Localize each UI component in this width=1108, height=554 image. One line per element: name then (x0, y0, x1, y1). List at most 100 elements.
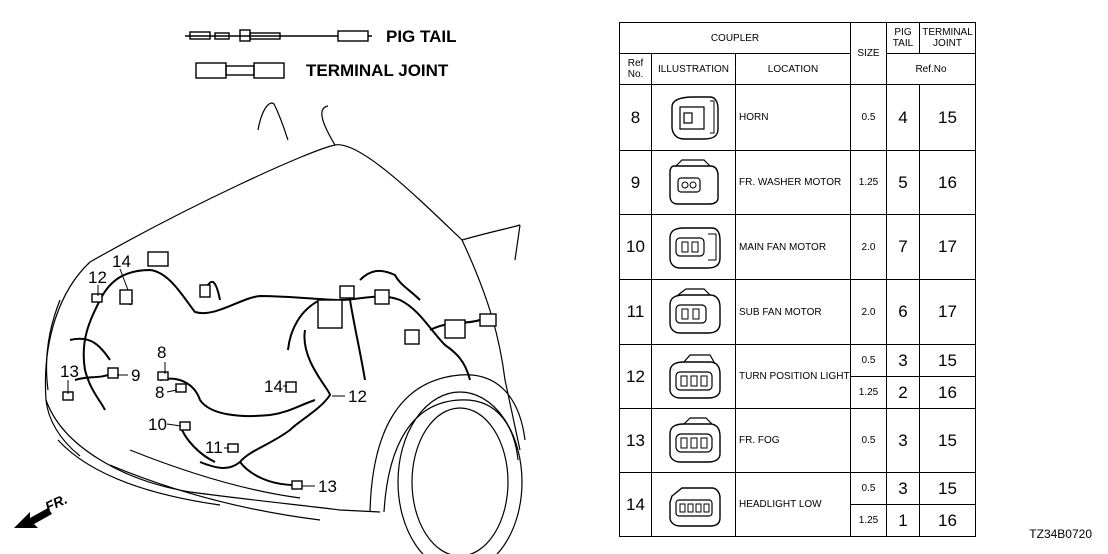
location-cell: TURN POSITION LIGHT (735, 344, 851, 409)
location-cell: FR. FOG (735, 408, 851, 473)
front-arrow-label: FR. (43, 491, 70, 515)
header-pig-tail-line1: PIG (894, 27, 912, 38)
terminal-joint-ref: 16 (919, 504, 976, 537)
pig-tail-ref: 3 (886, 472, 920, 505)
front-arrow-icon (14, 508, 52, 528)
location-cell: HEADLIGHT LOW (735, 472, 851, 537)
wire-size: 1.25 (850, 150, 887, 215)
terminal-joint-ref: 15 (919, 84, 976, 151)
terminal-joint-ref: 15 (919, 472, 976, 505)
table-row: 10 MAIN FAN MOTOR 2.0 7 17 (619, 214, 976, 280)
callout-8-lower: 8 (155, 383, 164, 402)
wire-size: 0.5 (850, 472, 887, 505)
terminal-joint-symbol (195, 62, 285, 79)
wire-size: 0.5 (850, 344, 887, 377)
coupler-illustration (651, 279, 736, 345)
pig-tail-ref: 4 (886, 84, 920, 151)
wire-harness (69, 268, 495, 486)
ref-number: 10 (619, 214, 652, 280)
table-row: 9 FR. WASHER MOTOR 1.25 5 16 (619, 150, 976, 215)
wire-size: 1.25 (850, 376, 887, 409)
terminal-joint-ref: 15 (919, 344, 976, 377)
terminal-joint-ref: 15 (919, 408, 976, 473)
pig-tail-ref: 7 (886, 214, 920, 280)
header-size: SIZE (850, 22, 887, 85)
table-row: 11 SUB FAN MOTOR 2.0 6 17 (619, 279, 976, 345)
pig-tail-ref: 5 (886, 150, 920, 215)
table-row: 1.25 1 16 (620, 504, 976, 537)
pig-tail-symbol (185, 29, 372, 42)
callout-12-left: 12 (88, 268, 107, 287)
terminal-joint-ref: 17 (919, 279, 976, 345)
coupler-fr-fog-icon (668, 416, 721, 463)
coupler-headlight-low-icon (668, 486, 721, 527)
coupler-illustration (651, 344, 736, 409)
ref-number: 11 (619, 279, 652, 345)
pig-tail-ref: 3 (886, 408, 920, 473)
coupler-illustration (651, 408, 736, 473)
coupler-illustration (651, 472, 736, 537)
callout-10: 10 (148, 415, 167, 434)
terminal-joint-ref: 16 (919, 150, 976, 215)
ref-number: 12 (619, 344, 652, 409)
callout-9: 9 (131, 366, 140, 385)
ref-number: 13 (619, 408, 652, 473)
callout-11: 11 (205, 438, 223, 457)
header-coupler: COUPLER (619, 22, 851, 54)
callout-8-upper: 8 (157, 343, 166, 362)
ref-number: 9 (619, 150, 652, 215)
wire-size: 1.25 (850, 504, 887, 537)
coupler-illustration (651, 84, 736, 151)
callout-13-left: 13 (60, 362, 79, 381)
pig-tail-ref: 2 (886, 376, 920, 409)
callout-14-center: 14 (264, 377, 283, 396)
table-row: 1.25 2 16 (620, 376, 976, 409)
header-ref-no-right: Ref.No (886, 53, 976, 85)
location-cell: FR. WASHER MOTOR (735, 150, 851, 215)
coupler-illustration (651, 150, 736, 215)
header-ref-no-line1: Ref (627, 58, 644, 69)
coupler-main-fan-motor-icon (668, 227, 721, 269)
coupler-turn-position-light-icon (668, 353, 721, 399)
coupler-washer-motor-icon (668, 158, 719, 205)
coupler-reference-table: COUPLER SIZE PIG TAIL TERMINAL JOINT Ref… (619, 22, 976, 537)
header-ref-no-line2: No. (627, 69, 644, 80)
callout-14-upper: 14 (112, 252, 131, 271)
callout-13-bottom: 13 (318, 477, 337, 496)
header-pig-tail: PIG TAIL (886, 22, 920, 54)
header-pig-tail-line2: TAIL (892, 38, 914, 49)
wire-size: 2.0 (850, 279, 887, 345)
location-cell: SUB FAN MOTOR (735, 279, 851, 345)
callout-12-center: 12 (348, 387, 367, 406)
harness-connectors (62, 251, 497, 490)
terminal-joint-label: TERMINAL JOINT (306, 61, 449, 80)
coupler-illustration (651, 214, 736, 280)
table-row: 13 FR. FOG 0.5 3 15 (619, 408, 976, 473)
pig-tail-ref: 1 (886, 504, 920, 537)
header-ref-no: Ref No. (619, 53, 652, 85)
pig-tail-label: PIG TAIL (386, 27, 457, 46)
table-row: 12 TURN POSITION LIGHT 0.5 3 15 (619, 344, 976, 409)
diagram-code: TZ34B0720 (1029, 527, 1092, 541)
terminal-joint-ref: 17 (919, 214, 976, 280)
ref-number: 14 (619, 472, 652, 537)
car-body-outline (44, 102, 526, 554)
terminal-joint-ref: 16 (919, 376, 976, 409)
callout-leaders (67, 268, 345, 487)
wire-harness-diagram: PIG TAIL TERMINAL JOINT (14, 27, 526, 554)
header-terminal-joint: TERMINAL JOINT (919, 22, 976, 54)
ref-number: 8 (619, 84, 652, 151)
header-illustration: ILLUSTRATION (651, 53, 736, 85)
location-cell: HORN (735, 84, 851, 151)
pig-tail-ref: 6 (886, 279, 920, 345)
header-terminal-joint-line2: JOINT (933, 38, 962, 49)
header-terminal-joint-line1: TERMINAL (922, 27, 973, 38)
table-row: 8 HORN 0.5 4 15 (619, 84, 976, 151)
wire-size: 0.5 (850, 408, 887, 473)
coupler-sub-fan-motor-icon (668, 288, 721, 334)
table-row: 14 HEADLIGHT LOW 0.5 3 15 (619, 472, 976, 537)
location-cell: MAIN FAN MOTOR (735, 214, 851, 280)
header-location: LOCATION (735, 53, 851, 85)
pig-tail-ref: 3 (886, 344, 920, 377)
wire-size: 2.0 (850, 214, 887, 280)
